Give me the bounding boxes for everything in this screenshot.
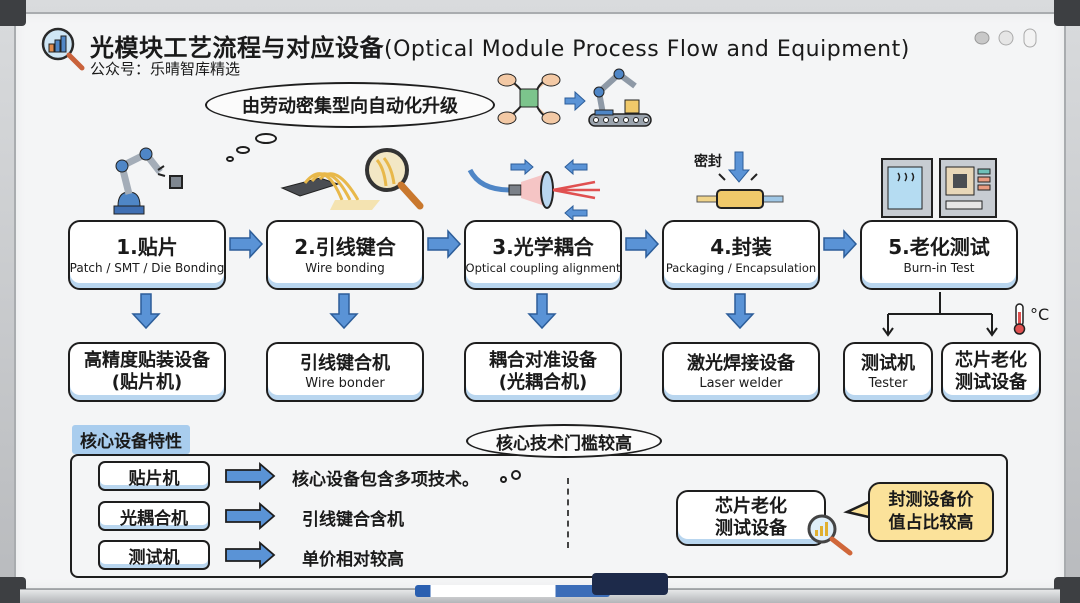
process-step-optical-coupling: 3.光学耦合 Optical coupling alignment: [464, 220, 622, 290]
callout-line: 封测设备价: [888, 490, 974, 510]
seal-label: 密封: [694, 154, 722, 170]
section-label: 核心设备特性: [72, 425, 190, 454]
equipment-en: Wire bonder: [305, 375, 385, 391]
divider-dashed: [567, 478, 569, 548]
arrow-down-icon: [329, 293, 359, 330]
equipment-name: 高精度贴装设备: [84, 350, 210, 371]
thought-dot: [226, 156, 234, 162]
step-subtitle: Packaging / Encapsulation: [665, 261, 817, 275]
threshold-cloud: 核心技术门槛较高: [466, 424, 662, 458]
magnifier-chart-icon: [807, 514, 853, 556]
step-title: 1.贴片: [116, 235, 178, 259]
equipment-name-2: 测试设备: [955, 372, 1027, 393]
arrow-down-icon: [725, 293, 755, 330]
step-title: 4.封装: [710, 235, 772, 259]
step-title: 2.引线键合: [294, 235, 396, 259]
highlight-burn-in-equipment: 芯片老化 测试设备: [676, 490, 826, 546]
arrow-right-icon: [229, 229, 264, 259]
arrow-right-icon: [225, 541, 276, 569]
magnets-icon: [974, 28, 1037, 48]
frame-corner: [0, 0, 26, 26]
step-subtitle: Wire bonding: [305, 261, 385, 275]
tag-tester: 测试机: [98, 540, 210, 570]
arrow-right-icon: [225, 502, 276, 530]
highlight-line: 芯片老化: [715, 496, 787, 517]
sealed-package-icon: [696, 151, 784, 209]
equipment-name: 激光焊接设备: [687, 352, 795, 374]
equipment-name: 芯片老化: [955, 350, 1027, 371]
arrow-right-icon: [823, 229, 858, 259]
arrow-right-icon: [625, 229, 660, 259]
tag-coupling-machine: 光耦合机: [98, 501, 210, 531]
arrow-right-icon: [427, 229, 462, 259]
callout-line: 值占比较高: [888, 513, 974, 533]
equipment-alias: (光耦合机): [498, 372, 588, 393]
callout-pointer: [843, 498, 874, 520]
feature-desc: 引线键合含机: [302, 510, 404, 530]
tag-placement-machine: 贴片机: [98, 461, 210, 491]
split-connector: [882, 292, 998, 337]
step-title: 3.光学耦合: [492, 235, 594, 259]
process-step-patch: 1.贴片 Patch / SMT / Die Bonding: [68, 220, 226, 290]
equipment-en: Laser welder: [699, 375, 783, 391]
thought-dot: [511, 470, 521, 480]
celsius-label: °C: [1030, 305, 1050, 324]
equipment-wire-bonder: 引线键合机 Wire bonder: [266, 342, 424, 402]
equipment-en: Tester: [868, 375, 908, 391]
step-subtitle: Burn-in Test: [903, 261, 975, 275]
manual-to-automation-icon: [497, 68, 652, 127]
value-share-callout: 封测设备价 值占比较高: [868, 482, 994, 542]
step-title: 5.老化测试: [888, 235, 990, 259]
equipment-name: 测试机: [861, 352, 915, 374]
equipment-name: 耦合对准设备: [489, 350, 597, 371]
marker-pen-icon: [415, 585, 610, 597]
automation-cloud: 由劳动密集型向自动化升级: [205, 82, 495, 128]
process-step-packaging: 4.封装 Packaging / Encapsulation: [662, 220, 820, 290]
fiber-lens-laser-icon: [467, 158, 600, 222]
arrow-right-icon: [564, 90, 586, 112]
robot-arm-chip-icon: [113, 147, 183, 215]
process-step-wire-bonding: 2.引线键合 Wire bonding: [266, 220, 424, 290]
equipment-name: 引线键合机: [300, 352, 390, 374]
feature-desc: 核心设备包含多项技术。: [292, 470, 479, 490]
thermometer-icon: [1013, 303, 1026, 335]
page-title: 光模块工艺流程与对应设备(Optical Module Process Flow…: [90, 34, 910, 62]
subtitle: 公众号：乐晴智库精选: [90, 60, 241, 78]
thought-dot: [500, 476, 507, 483]
step-subtitle: Optical coupling alignment: [465, 261, 621, 275]
burn-in-chamber-icon: [881, 158, 997, 218]
eraser-icon: [592, 573, 668, 595]
thought-dot: [255, 133, 277, 144]
highlight-line: 测试设备: [715, 518, 787, 539]
robot-conveyor-icon: [588, 68, 652, 127]
equipment-placement: 高精度贴装设备 (贴片机): [68, 342, 226, 402]
thought-dot: [236, 146, 250, 154]
equipment-alias: (贴片机): [111, 372, 183, 393]
magnifier-chart-icon: [41, 27, 85, 71]
equipment-tester: 测试机 Tester: [843, 342, 933, 402]
step-subtitle: Patch / SMT / Die Bonding: [69, 261, 225, 275]
arrow-right-icon: [225, 462, 276, 490]
arrow-down-icon: [131, 293, 161, 330]
equipment-burn-in-tester: 芯片老化 测试设备: [941, 342, 1041, 402]
frame-corner: [1054, 0, 1080, 26]
arrow-down-icon: [527, 293, 557, 330]
process-step-burn-in: 5.老化测试 Burn-in Test: [860, 220, 1018, 290]
equipment-laser-welder: 激光焊接设备 Laser welder: [662, 342, 820, 402]
feature-desc: 单价相对较高: [302, 550, 404, 570]
wire-bond-magnifier-icon: [280, 148, 424, 210]
equipment-coupling: 耦合对准设备 (光耦合机): [464, 342, 622, 402]
hands-icon: [497, 73, 561, 125]
